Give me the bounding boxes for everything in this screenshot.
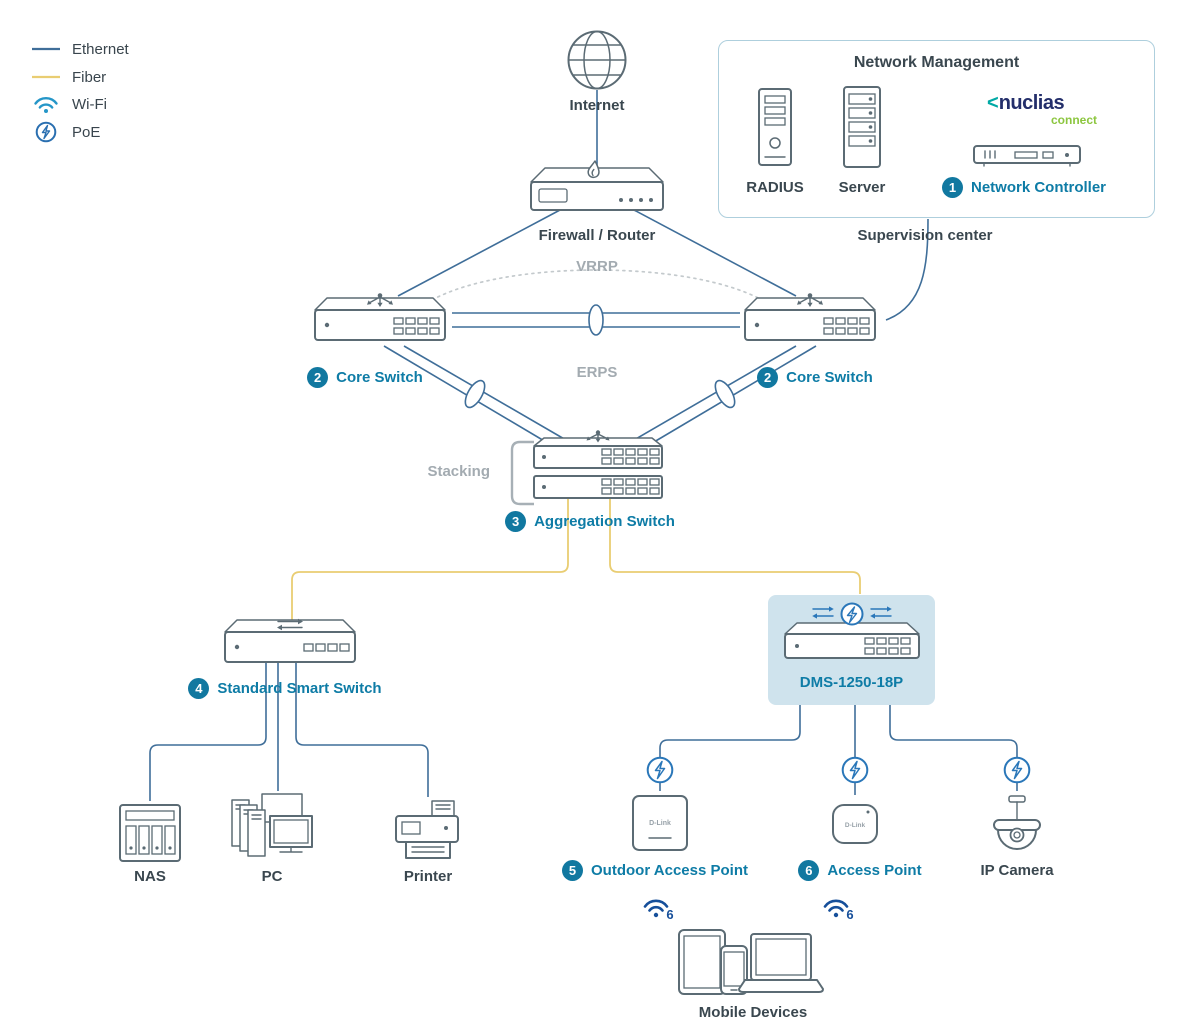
- nuclias-logo: <nuclias connect: [987, 93, 1097, 126]
- poe-switch-caption: DMS-1250-18P: [768, 674, 935, 691]
- core-switch-left-label: Core Switch: [336, 369, 423, 386]
- smart-switch-caption: 4 Standard Smart Switch: [150, 678, 420, 699]
- radius-server-icon: [758, 88, 792, 166]
- nuclias-chevron-icon: <: [987, 92, 999, 114]
- aggregation-switch-caption: 3 Aggregation Switch: [470, 511, 710, 532]
- network-controller-caption: 1 Network Controller: [914, 177, 1134, 198]
- step-badge-5: 5: [562, 860, 584, 881]
- aggregation-switch-icon: [533, 430, 663, 499]
- poe-switch-label: DMS-1250-18P: [799, 674, 904, 691]
- nuclias-brand-sub: connect: [1050, 113, 1097, 127]
- wifi6-number: 6: [846, 907, 853, 922]
- exchange-arrows-left-icon: [812, 606, 834, 619]
- ap-brand-text: D-Link: [845, 822, 866, 829]
- step-badge-4: 4: [188, 678, 210, 699]
- smart-switch-label: Standard Smart Switch: [217, 680, 382, 697]
- outdoor-access-point-label: Outdoor Access Point: [591, 862, 748, 879]
- legend-label-wifi: Wi-Fi: [72, 95, 107, 113]
- poe-icon: [35, 121, 57, 143]
- pc-label: PC: [261, 868, 283, 885]
- poe-bolt-icon: [840, 602, 864, 626]
- stacking-label: Stacking: [427, 463, 490, 480]
- mobile-devices-icon: [678, 929, 824, 995]
- printer-label: Printer: [403, 868, 453, 885]
- wifi-icon: [34, 97, 58, 113]
- server-icon: [843, 86, 881, 168]
- step-badge-2-right: 2: [757, 367, 779, 388]
- ethernet-line-icon: [32, 47, 60, 51]
- legend-item-poe: PoE: [30, 121, 100, 143]
- exchange-arrows-icon: [277, 618, 303, 631]
- access-point-icon: D-Link: [832, 804, 878, 844]
- step-badge-6: 6: [798, 860, 820, 881]
- step-badge-1: 1: [941, 177, 963, 198]
- poe-icon-outdoor-ap: [646, 756, 674, 784]
- vrrp-label: VRRP: [576, 258, 618, 275]
- nuclias-brand-name: nuclias: [998, 92, 1065, 114]
- wifi6-number: 6: [666, 907, 673, 922]
- smart-switch-icon: [224, 618, 356, 663]
- server-label: Server: [838, 179, 886, 196]
- legend-label-poe: PoE: [72, 123, 101, 141]
- vrrp-link-line: [431, 269, 763, 301]
- nas-icon: [119, 804, 181, 862]
- core-switch-right-label: Core Switch: [786, 369, 873, 386]
- internet-globe-icon: [567, 30, 627, 90]
- flame-icon: [587, 160, 600, 179]
- supervision-center-label: Supervision center: [857, 227, 993, 244]
- core-switch-left-icon: [314, 293, 446, 341]
- erps-label: ERPS: [576, 364, 618, 381]
- network-controller-icon: [973, 145, 1081, 167]
- legend-item-ethernet: Ethernet: [30, 38, 129, 60]
- access-point-caption: 6 Access Point: [775, 860, 945, 881]
- nas-label: NAS: [134, 868, 166, 885]
- outdoor-ap-brand-text: D-Link: [649, 820, 671, 827]
- network-management-panel: Network Management RADIUS Server <nuclia…: [718, 40, 1155, 218]
- firewall-router-icon: [530, 160, 664, 211]
- access-point-label: Access Point: [827, 862, 922, 879]
- exchange-arrows-right-icon: [870, 606, 892, 619]
- ip-camera-label: IP Camera: [980, 862, 1054, 879]
- fiber-line-icon: [32, 75, 60, 79]
- outdoor-access-point-caption: 5 Outdoor Access Point: [530, 860, 780, 881]
- stacking-bracket: [510, 440, 534, 506]
- step-badge-2-left: 2: [307, 367, 329, 388]
- poe-icon-access-point: [841, 756, 869, 784]
- legend-label-ethernet: Ethernet: [72, 40, 129, 58]
- ip-camera-icon: [993, 795, 1041, 850]
- mobile-devices-label: Mobile Devices: [698, 1004, 808, 1021]
- radius-label: RADIUS: [746, 179, 804, 196]
- firewall-label: Firewall / Router: [538, 227, 656, 244]
- legend-item-wifi: Wi-Fi: [30, 93, 107, 115]
- poe-switch-icon: [784, 602, 920, 659]
- aggregation-switch-label: Aggregation Switch: [534, 513, 675, 530]
- wifi6-badge-outdoor: 6: [643, 899, 674, 922]
- network-controller-label: Network Controller: [970, 179, 1106, 196]
- network-management-title: Network Management: [853, 54, 1020, 71]
- routing-icon: [797, 293, 823, 307]
- core-switch-right-caption: 2 Core Switch: [735, 367, 895, 388]
- wifi6-badge-indoor: 6: [823, 899, 854, 922]
- internet-label: Internet: [569, 97, 625, 114]
- outdoor-access-point-icon: D-Link: [632, 795, 688, 851]
- core-switch-right-icon: [744, 293, 876, 341]
- core-switch-left-caption: 2 Core Switch: [285, 367, 445, 388]
- link-aggregation-ovals: [464, 304, 736, 409]
- aggregation-routing-icon: [586, 430, 610, 443]
- legend-label-fiber: Fiber: [72, 68, 107, 86]
- printer-icon: [395, 800, 459, 859]
- fiber-lines: [291, 496, 861, 624]
- legend-item-fiber: Fiber: [30, 66, 106, 88]
- pc-group-icon: [231, 793, 313, 857]
- poe-icon-ip-camera: [1003, 756, 1031, 784]
- routing-icon: [367, 293, 393, 307]
- step-badge-3: 3: [505, 511, 527, 532]
